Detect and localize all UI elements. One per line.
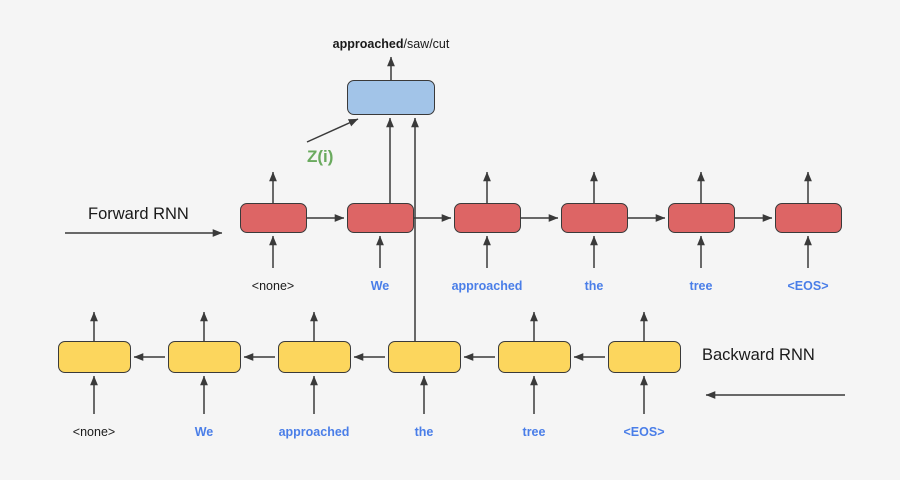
latent-pointer-arrow [306, 118, 359, 143]
forward-input-label-1: We [370, 279, 390, 293]
backward-input-label-3: the [414, 425, 434, 439]
forward-cell-5[interactable] [775, 203, 842, 233]
backward-cell-5[interactable] [608, 341, 681, 373]
forward-output-stubs [269, 171, 812, 203]
backward-output-stubs [90, 311, 648, 341]
backward-rnn-label: Backward RNN [702, 346, 815, 364]
forward-cell-4[interactable] [668, 203, 735, 233]
forward-input-label-5: <EOS> [787, 279, 829, 293]
backward-input-label-1: We [194, 425, 214, 439]
latent-variable-label: Z(i) [307, 147, 334, 166]
prediction-label-rest: /saw/cut [403, 37, 450, 51]
forward-input-label-3: the [584, 279, 604, 293]
backward-input-label-5: <EOS> [623, 425, 665, 439]
forward-cell-1[interactable] [347, 203, 414, 233]
forward-rnn-label: Forward RNN [88, 205, 189, 223]
forward-input-label-4: tree [689, 279, 713, 293]
backward-cell-3[interactable] [388, 341, 461, 373]
forward-cell-0[interactable] [240, 203, 307, 233]
prediction-label-bold: approached [332, 37, 404, 51]
backward-cell-2[interactable] [278, 341, 351, 373]
backward-input-label-4: tree [522, 425, 546, 439]
prediction-label: approached/saw/cut [333, 37, 450, 51]
backward-cell-1[interactable] [168, 341, 241, 373]
forward-input-label-2: approached [451, 279, 523, 293]
forward-input-label-0: <none> [251, 279, 295, 293]
backward-input-arrows [90, 375, 648, 414]
backward-input-label-2: approached [278, 425, 350, 439]
forward-input-arrows [269, 235, 812, 268]
output-combiner-cell[interactable] [347, 80, 435, 115]
forward-cell-3[interactable] [561, 203, 628, 233]
backward-input-label-0: <none> [72, 425, 116, 439]
forward-cell-2[interactable] [454, 203, 521, 233]
backward-cell-0[interactable] [58, 341, 131, 373]
backward-cell-4[interactable] [498, 341, 571, 373]
